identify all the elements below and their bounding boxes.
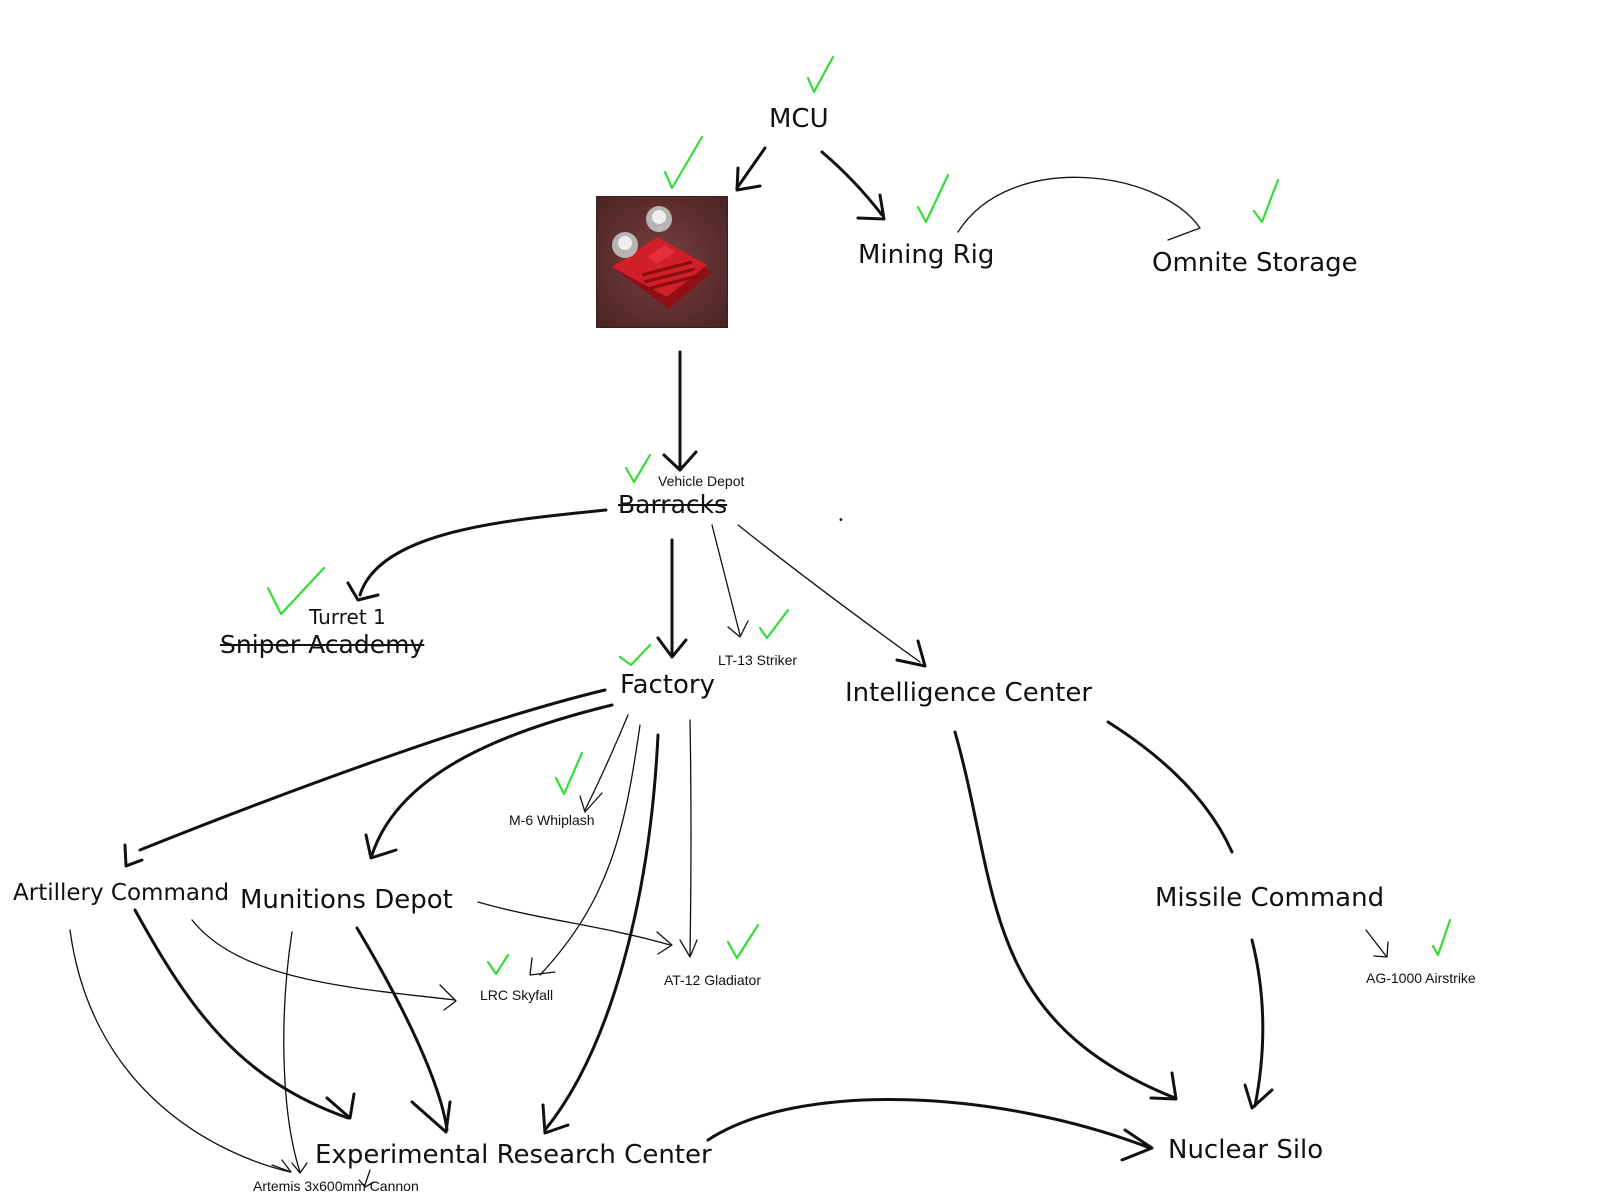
node-artillery-command: Artillery Command xyxy=(13,880,230,906)
node-factory: Factory xyxy=(620,670,715,700)
arrow-factory-to-at12 xyxy=(689,719,692,956)
node-barracks: Barracks xyxy=(618,490,728,519)
node-munitions-depot: Munitions Depot xyxy=(240,885,453,915)
arrowhead xyxy=(439,984,457,1011)
check-icon xyxy=(486,953,510,976)
arrowhead xyxy=(1149,1071,1178,1101)
check-icon xyxy=(806,55,835,94)
arrowhead xyxy=(662,450,698,472)
check-icon xyxy=(1431,918,1452,957)
node-sniper-academy: Sniper Academy xyxy=(220,630,425,659)
arrowhead xyxy=(656,636,688,659)
node-mining-rig: Mining Rig xyxy=(858,240,995,270)
arrow-barracks-to-lt13 xyxy=(711,524,741,636)
arrow-intelligence-to-nuclear-left xyxy=(953,730,1177,1100)
arrowhead xyxy=(541,1103,570,1135)
arrow-munitions-to-experimental xyxy=(355,926,449,1132)
arrowhead xyxy=(727,620,749,638)
node-intelligence-center: Intelligence Center xyxy=(845,678,1093,708)
arrowhead xyxy=(364,833,398,860)
arrow-missile-to-ag1000 xyxy=(1365,929,1387,957)
check-icon xyxy=(554,751,584,796)
node-experimental-research-center: Experimental Research Center xyxy=(315,1140,712,1170)
arrowhead xyxy=(1243,1083,1274,1110)
arrowhead xyxy=(346,581,380,602)
arrowhead xyxy=(1120,1128,1154,1162)
check-icon xyxy=(726,923,760,960)
node-nuclear-silo: Nuclear Silo xyxy=(1168,1135,1324,1165)
arrowhead xyxy=(291,1162,308,1174)
node-turret: Turret 1 xyxy=(309,605,386,629)
arrow-factory-to-lrc xyxy=(539,724,641,976)
check-icon xyxy=(1252,178,1280,224)
arrow-barracks-to-turret xyxy=(358,508,608,597)
arrowhead xyxy=(679,939,698,958)
red-building-icon xyxy=(596,196,728,328)
arrowhead xyxy=(271,1159,292,1173)
arrow-artillery-to-lrc xyxy=(191,919,456,1001)
arrowhead xyxy=(123,843,144,868)
node-mcu: MCU xyxy=(769,104,829,134)
arrow-mcu-to-mining-rig xyxy=(820,150,884,217)
arrow-factory-to-artillery xyxy=(138,688,607,852)
arrowhead xyxy=(856,193,886,221)
arrowhead xyxy=(1373,941,1389,958)
check-icon xyxy=(916,173,950,224)
arrowhead xyxy=(410,1100,452,1134)
arrow-artillery-to-experimental xyxy=(133,908,350,1120)
node-lt13-striker: LT-13 Striker xyxy=(718,652,798,668)
node-m6-whiplash: M-6 Whiplash xyxy=(509,812,595,828)
node-omnite-storage: Omnite Storage xyxy=(1152,248,1358,278)
arrow-artillery-to-artemis xyxy=(69,929,291,1173)
stray-dot: • xyxy=(838,515,844,526)
arrowhead xyxy=(735,166,762,192)
arrowhead xyxy=(325,1092,356,1120)
arrow-factory-to-m6 xyxy=(584,714,629,811)
arrow-munitions-to-artemis xyxy=(283,931,301,1173)
arrow-mcu-to-building xyxy=(735,146,767,190)
arrow-factory-to-experimental xyxy=(543,733,660,1132)
node-vehicle-depot: Vehicle Depot xyxy=(658,473,745,489)
arrowhead xyxy=(579,792,603,813)
arrow-factory-to-munitions xyxy=(370,703,614,857)
arrow-missile-to-nuclear xyxy=(1250,938,1265,1108)
arrow-experimental-to-nuclear xyxy=(706,1098,1152,1150)
node-ag1000-airstrike: AG-1000 Airstrike xyxy=(1366,970,1476,986)
arrow-intelligence-to-missile xyxy=(1106,720,1234,854)
node-lrc-skyfall: LRC Skyfall xyxy=(480,987,554,1003)
arrow-experimental-to-artemis xyxy=(364,1169,371,1186)
arrow-munitions-to-at12 xyxy=(477,901,671,946)
arrow-mining-to-omnite xyxy=(957,176,1201,241)
check-icon xyxy=(618,643,652,667)
arrow-barracks-to-intelligence xyxy=(737,524,921,663)
arrowhead xyxy=(895,639,927,668)
check-icon xyxy=(758,608,790,640)
node-missile-command: Missile Command xyxy=(1155,883,1385,913)
arrowhead xyxy=(656,931,673,955)
arrowhead xyxy=(529,957,556,976)
check-icon xyxy=(663,135,704,190)
node-at12-gladiator: AT-12 Gladiator xyxy=(664,972,762,988)
node-artemis-cannon: Artemis 3x600mm Cannon xyxy=(253,1178,419,1194)
arrowhead xyxy=(358,1179,375,1188)
check-icon xyxy=(266,566,326,616)
check-icon xyxy=(624,453,652,484)
